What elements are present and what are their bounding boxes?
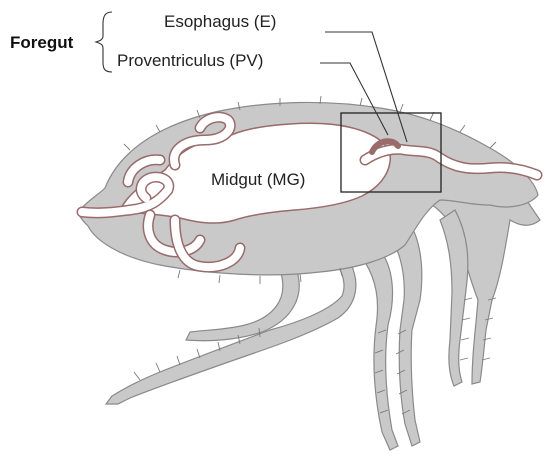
midgut-label: Midgut (MG) xyxy=(211,170,305,189)
proventriculus-label: Proventriculus (PV) xyxy=(117,51,263,70)
esophagus-label: Esophagus (E) xyxy=(164,12,276,31)
hind-leg xyxy=(430,175,540,384)
foregut-label: Foregut xyxy=(10,33,74,52)
hind-leg-2 xyxy=(440,210,468,386)
foregut-brace xyxy=(96,12,112,72)
middle-leg-2 xyxy=(365,250,398,450)
